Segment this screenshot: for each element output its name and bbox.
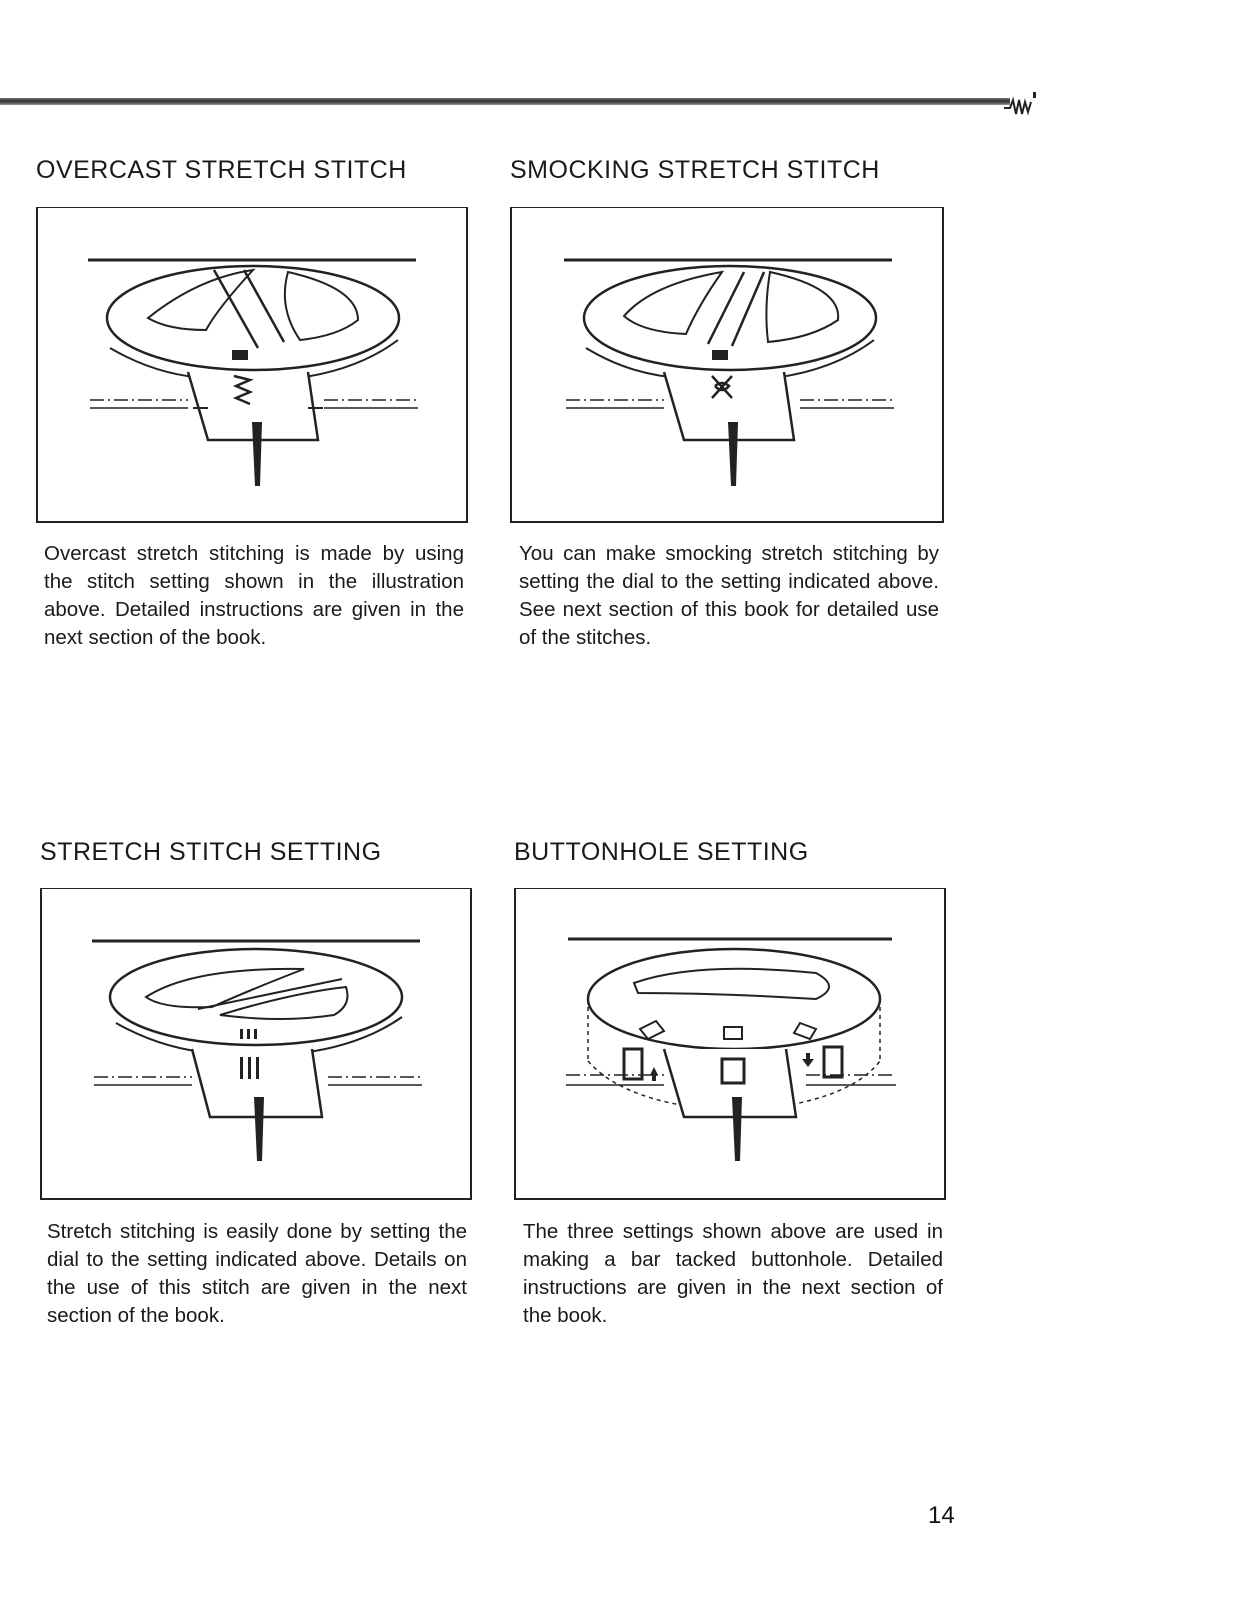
figure-stretch-dial (40, 888, 472, 1200)
caption-smocking: You can make smocking stretch stitching … (519, 542, 939, 649)
caption-buttonhole: The three settings shown above are used … (523, 1220, 943, 1327)
caption-overcast: Overcast stretch stitching is made by us… (44, 542, 464, 649)
figure-overcast-dial (36, 207, 468, 523)
figure-buttonhole-dial (514, 888, 946, 1200)
page-number: 14 (928, 1502, 955, 1529)
section-smocking: SMOCKING STRETCH STITCH (510, 156, 880, 185)
section-title: SMOCKING STRETCH STITCH (510, 156, 880, 184)
corner-mark-icon (1004, 92, 1036, 116)
stitch-dial-icon (564, 258, 894, 486)
section-buttonhole: BUTTONHOLE SETTING (514, 838, 809, 867)
section-title: BUTTONHOLE SETTING (514, 838, 809, 866)
stitch-dial-icon (88, 258, 418, 486)
section-stretch: STRETCH STITCH SETTING (40, 838, 382, 867)
section-title: OVERCAST STRETCH STITCH (36, 156, 407, 184)
header-rule (0, 98, 1010, 105)
section-overcast: OVERCAST STRETCH STITCH (36, 156, 407, 185)
figure-smocking-dial (510, 207, 944, 523)
stitch-dial-icon (92, 939, 422, 1161)
section-title: STRETCH STITCH SETTING (40, 838, 382, 866)
caption-stretch: Stretch stitching is easily done by sett… (47, 1220, 467, 1327)
buttonhole-dial-icon (566, 937, 896, 1161)
